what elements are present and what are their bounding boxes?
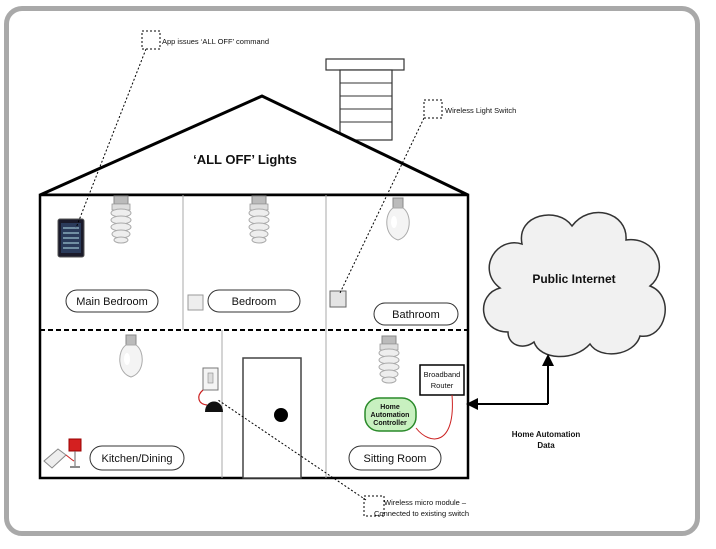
room-label-bedroom: Bedroom	[207, 289, 301, 313]
callout-micro-text: Wireless micro module –	[384, 498, 467, 507]
room-label-bathroom: Bathroom	[373, 302, 459, 326]
controller-label: Controller	[373, 420, 407, 427]
cfl-bulb-icon	[378, 335, 400, 384]
table-lamp-icon	[43, 438, 82, 469]
tablet-app-icon	[57, 218, 85, 258]
callout-wireless-switch: Wireless Light Switch	[339, 99, 516, 294]
light-switch-icon	[329, 290, 347, 308]
data-label: Home Automation	[512, 430, 581, 439]
cfl-bulb-icon	[248, 195, 270, 244]
callout-switch-text: Wireless Light Switch	[445, 106, 516, 115]
controller-label: Automation	[371, 412, 410, 419]
callout-app: App issues ‘ALL OFF’ command	[75, 30, 269, 229]
router-label: Router	[431, 381, 454, 390]
cfl-bulb-icon	[110, 195, 132, 244]
arrow-up-icon	[542, 354, 554, 366]
roof-title: ‘ALL OFF’ Lights	[193, 152, 297, 167]
room-label-text: Kitchen/Dining	[102, 453, 173, 465]
callout-micro-text: Connected to existing switch	[374, 509, 469, 518]
room-label-text: Main Bedroom	[76, 296, 148, 308]
home-automation-controller: Home Automation Controller	[364, 397, 417, 432]
door-icon	[242, 357, 302, 479]
room-label-sitting-room: Sitting Room	[348, 445, 442, 471]
controller-router-cable	[415, 394, 453, 440]
switch-wire	[198, 389, 208, 406]
micro-module-icon	[205, 401, 223, 412]
room-label-main-bedroom: Main Bedroom	[65, 289, 159, 313]
controller-label: Home	[380, 404, 400, 411]
cloud-label: Public Internet	[532, 272, 615, 286]
room-label-kitchen-dining: Kitchen/Dining	[89, 445, 185, 471]
router-label: Broadband	[424, 370, 461, 379]
data-connection	[466, 354, 554, 410]
light-switch-icon	[202, 367, 219, 391]
broadband-router: Broadband Router	[419, 364, 465, 396]
room-label-text: Bathroom	[392, 309, 440, 321]
data-label: Data	[537, 441, 555, 450]
roof	[39, 94, 469, 197]
light-switch-icon	[187, 294, 204, 311]
arrow-left-icon	[466, 398, 478, 410]
room-label-text: Bedroom	[232, 296, 277, 308]
chimney	[325, 58, 405, 141]
public-internet-cloud	[483, 211, 666, 358]
room-label-text: Sitting Room	[364, 453, 427, 465]
callout-app-text: App issues ‘ALL OFF’ command	[162, 37, 269, 46]
callout-micro-module: Wireless micro module – Connected to exi…	[217, 399, 469, 518]
